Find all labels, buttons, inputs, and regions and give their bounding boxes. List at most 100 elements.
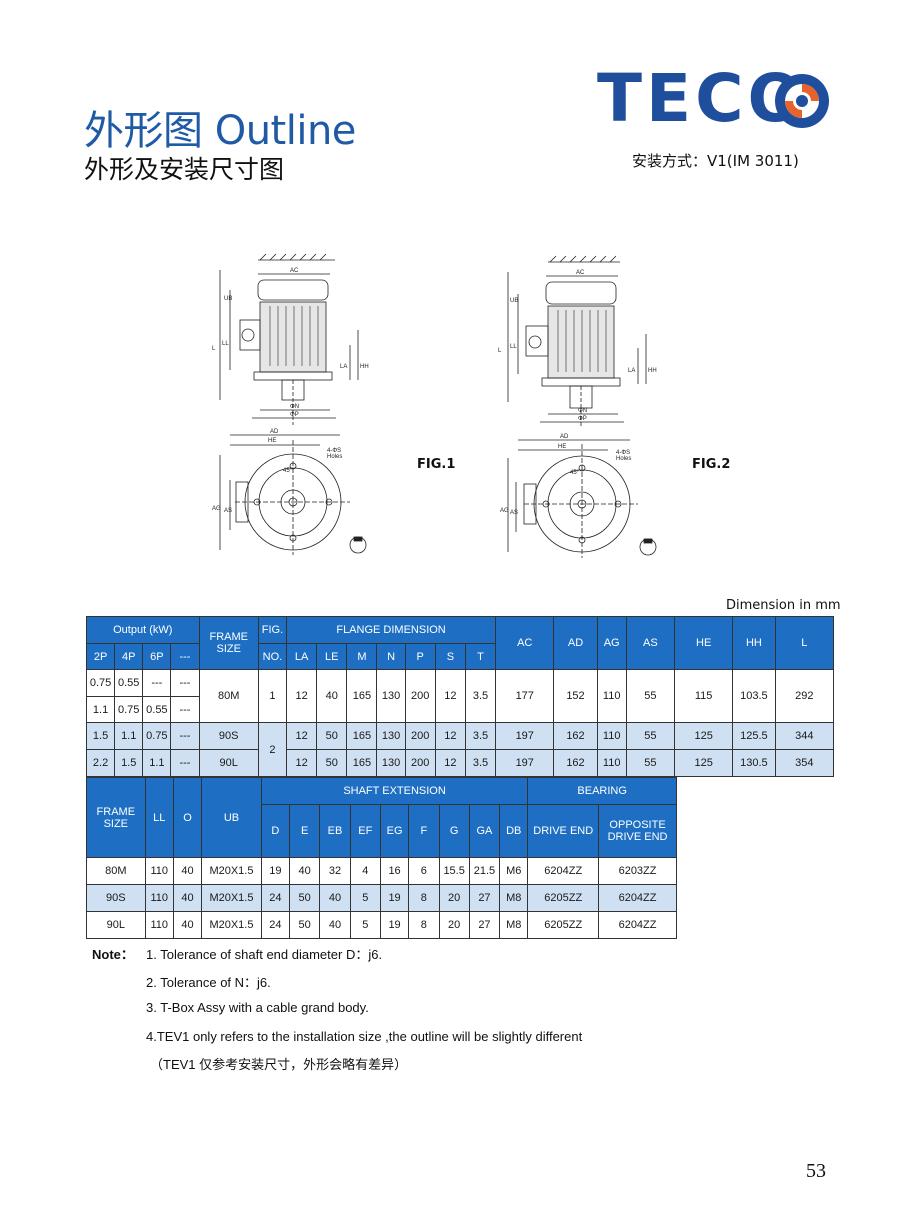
cell: 344 bbox=[774, 722, 835, 750]
header-fig: FIG. bbox=[257, 616, 288, 644]
cell: 15.5 bbox=[438, 857, 470, 885]
cell: 1.1 bbox=[142, 749, 172, 777]
header-bearing: BEARING bbox=[527, 777, 677, 805]
cell: 110 bbox=[596, 749, 627, 777]
table-row: 90L 110 40 M20X1.5 24 50 40 5 19 8 20 27… bbox=[86, 911, 677, 939]
cell: 32 bbox=[319, 857, 351, 885]
header-fig-no: NO. bbox=[257, 643, 288, 670]
header-m: M bbox=[346, 643, 378, 670]
cell: 40 bbox=[316, 669, 348, 723]
header-ll: LL bbox=[144, 777, 174, 858]
svg-text:Holes: Holes bbox=[327, 454, 342, 460]
svg-text:UB: UB bbox=[510, 298, 518, 304]
cell: 162 bbox=[553, 722, 598, 750]
header-ef: EF bbox=[349, 804, 381, 858]
cell: 12 bbox=[434, 722, 466, 750]
page-number: 53 bbox=[806, 1160, 826, 1182]
table-row: 2.2 1.5 1.1 --- 90L 12 50 165 130 200 12… bbox=[85, 749, 835, 777]
note-heading: Note： bbox=[92, 947, 134, 962]
svg-text:4-ΦS: 4-ΦS bbox=[327, 448, 341, 454]
cell: 20 bbox=[438, 884, 470, 912]
cell: 6205ZZ bbox=[527, 884, 600, 912]
outline-drawings: AC UB L LL LA HH ΦN ΦP AD HE 4-ΦS Holes … bbox=[212, 253, 657, 558]
svg-text:HH: HH bbox=[360, 364, 369, 370]
svg-text:HE: HE bbox=[558, 444, 566, 450]
header-d: D bbox=[260, 804, 291, 858]
svg-text:HE: HE bbox=[268, 438, 276, 444]
svg-text:AG: AG bbox=[212, 506, 221, 512]
svg-text:4-ΦS: 4-ΦS bbox=[616, 450, 630, 456]
cell: 6 bbox=[408, 857, 440, 885]
label-ac-1: AC bbox=[290, 268, 299, 274]
header-p: P bbox=[404, 643, 436, 670]
cell: 55 bbox=[625, 669, 676, 723]
cell: 12 bbox=[434, 749, 466, 777]
cell: 2.2 bbox=[85, 749, 116, 777]
header-frame-size: FRAME SIZE bbox=[86, 777, 146, 858]
cell: 292 bbox=[774, 669, 835, 723]
cell: 110 bbox=[144, 857, 174, 885]
cell: 3.5 bbox=[464, 749, 497, 777]
cell: 27 bbox=[468, 911, 501, 939]
cell: 125 bbox=[673, 749, 734, 777]
cell: 125 bbox=[673, 722, 734, 750]
header-output: Output (kW) bbox=[86, 616, 200, 644]
svg-text:LA: LA bbox=[340, 364, 347, 370]
cell: 152 bbox=[553, 669, 598, 723]
page-title: 外形图 Outline bbox=[84, 108, 356, 154]
cell: 130 bbox=[376, 669, 406, 723]
cell: 40 bbox=[319, 911, 351, 939]
cell: 110 bbox=[144, 911, 174, 939]
svg-text:L: L bbox=[498, 348, 502, 354]
fig2-side-view bbox=[507, 255, 647, 428]
header-dash: --- bbox=[170, 643, 200, 670]
cell: 6204ZZ bbox=[598, 884, 677, 912]
cell: 354 bbox=[774, 749, 835, 777]
svg-text:ΦP: ΦP bbox=[290, 412, 299, 418]
cell: 12 bbox=[286, 749, 318, 777]
cell: 8 bbox=[408, 911, 440, 939]
header-2p: 2P bbox=[85, 643, 116, 670]
cell: 12 bbox=[286, 669, 318, 723]
cell: 200 bbox=[404, 722, 436, 750]
cell: 103.5 bbox=[732, 669, 776, 723]
svg-text:45°: 45° bbox=[283, 468, 293, 474]
svg-text:ΦP: ΦP bbox=[578, 416, 587, 422]
cell: 16 bbox=[379, 857, 410, 885]
cell: M20X1.5 bbox=[201, 857, 262, 885]
table-row: 80M 110 40 M20X1.5 19 40 32 4 16 6 15.5 … bbox=[86, 857, 677, 885]
cell: 1.1 bbox=[85, 696, 116, 723]
cell: 3.5 bbox=[464, 722, 497, 750]
svg-text:LL: LL bbox=[222, 341, 229, 347]
cell: 21.5 bbox=[468, 857, 501, 885]
cell: 90S bbox=[86, 884, 146, 912]
header-g: G bbox=[438, 804, 470, 858]
header-hh: HH bbox=[732, 616, 776, 670]
svg-text:LL: LL bbox=[510, 344, 517, 350]
header-as: AS bbox=[625, 616, 676, 670]
note-line: 4.TEV1 only refers to the installation s… bbox=[146, 1029, 583, 1044]
cell: 125.5 bbox=[732, 722, 776, 750]
cell: 24 bbox=[260, 884, 291, 912]
fig1-label: FIG.1 bbox=[417, 457, 456, 472]
cell-frame: 90L bbox=[198, 749, 259, 777]
svg-text:AS: AS bbox=[510, 510, 518, 516]
header-le: LE bbox=[316, 643, 348, 670]
note-line: 3. T-Box Assy with a cable grand body. bbox=[146, 1000, 369, 1015]
header-ad: AD bbox=[553, 616, 598, 670]
cell: 1.1 bbox=[114, 722, 144, 750]
cell: 110 bbox=[596, 669, 627, 723]
cell: 3.5 bbox=[464, 669, 497, 723]
table-row: 1.1 0.75 0.55 --- bbox=[85, 696, 834, 723]
cell: 55 bbox=[625, 749, 676, 777]
fig2-end-view bbox=[507, 439, 657, 558]
cell: 177 bbox=[495, 669, 555, 723]
cell-fig: 1 bbox=[257, 669, 288, 723]
header-e: E bbox=[289, 804, 321, 858]
cell: 0.75 bbox=[114, 696, 144, 723]
cell: 1.5 bbox=[85, 722, 116, 750]
cell: 200 bbox=[404, 749, 436, 777]
cell: 110 bbox=[144, 884, 174, 912]
cell: 165 bbox=[346, 749, 378, 777]
cell: --- bbox=[170, 722, 200, 750]
